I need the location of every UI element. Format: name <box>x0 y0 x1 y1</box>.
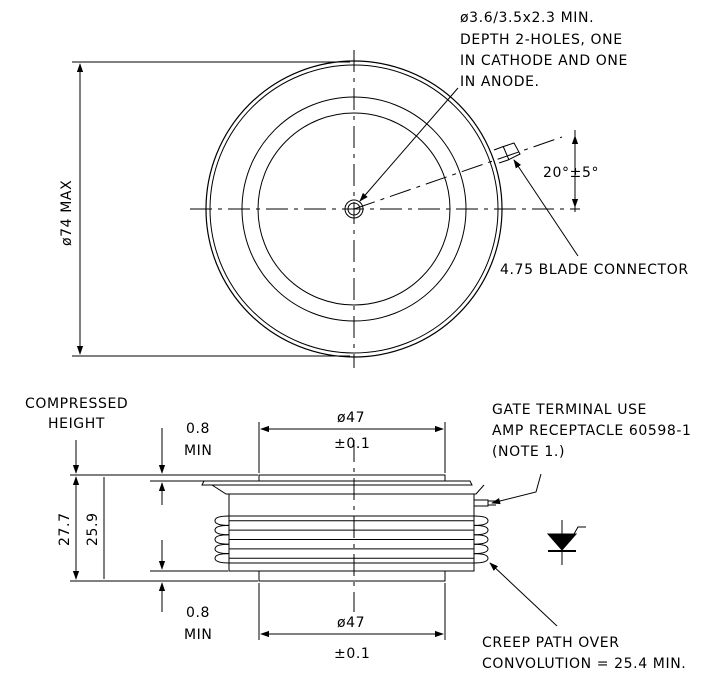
hole-note-line-3: IN CATHODE AND ONE <box>460 53 628 69</box>
top-tolerance-label: ±0.1 <box>334 436 370 452</box>
upper-body <box>228 493 475 517</box>
blade-connector <box>493 142 521 164</box>
top-view: ø74 MAX 20°±5° ø3.6/3.5x2.3 MIN. DEPTH 2… <box>59 10 689 368</box>
convolutions <box>214 515 489 564</box>
convolution-ridge <box>214 515 489 526</box>
creep-note-line-1: CREEP PATH OVER <box>482 635 620 651</box>
top-pole-piece <box>258 474 446 482</box>
blade-leader <box>513 159 579 257</box>
gate-leader <box>491 473 542 505</box>
gate-note-line-2: AMP RECEPTACLE 60598-1 <box>492 423 692 439</box>
convolution-ridge <box>214 553 489 564</box>
convolution-ridge <box>214 543 489 555</box>
hole-note-line-4: IN ANODE. <box>460 74 540 90</box>
compressed-height-line-2: HEIGHT <box>48 416 105 432</box>
diameter-label: ø74 MAX <box>59 180 75 246</box>
hole-note-leader <box>359 87 459 202</box>
bottom-min-value: 0.8 <box>186 605 210 621</box>
side-view: ø47 ±0.1 ø47 ±0.1 27.7 25.9 0.8 MIN 0.8 … <box>25 396 692 672</box>
top-min-value: 0.8 <box>186 421 210 437</box>
bottom-pole-piece <box>258 570 446 582</box>
blade-label: 4.75 BLADE CONNECTOR <box>500 262 689 278</box>
angled-centerline <box>353 136 563 210</box>
hole-note-line-2: DEPTH 2-HOLES, ONE <box>460 32 623 48</box>
creep-leader <box>489 562 558 627</box>
compressed-height-line-1: COMPRESSED <box>25 396 128 412</box>
flange <box>201 480 473 486</box>
top-min-label: MIN <box>184 443 212 459</box>
angle-label: 20°±5° <box>543 165 599 181</box>
gate-note-line-3: (NOTE 1.) <box>492 444 565 460</box>
top-diameter-label: ø47 <box>337 410 365 426</box>
housing-sides <box>228 516 475 563</box>
bottom-min-label: MIN <box>184 627 212 643</box>
flange-lower <box>211 484 485 495</box>
gate-note-line-1: GATE TERMINAL USE <box>492 402 647 418</box>
lower-body <box>228 562 475 572</box>
height-outer-label: 27.7 <box>57 512 73 546</box>
creep-note-line-2: CONVOLUTION = 25.4 MIN. <box>482 656 686 672</box>
height-inner-label: 25.9 <box>85 512 101 546</box>
bottom-diameter-label: ø47 <box>337 615 365 631</box>
bottom-tolerance-label: ±0.1 <box>334 646 370 662</box>
thyristor-symbol <box>546 520 586 565</box>
convolution-ridge <box>214 534 489 545</box>
convolution-ridge <box>214 524 489 536</box>
hole-note-line-1: ø3.6/3.5x2.3 MIN. <box>460 10 594 26</box>
